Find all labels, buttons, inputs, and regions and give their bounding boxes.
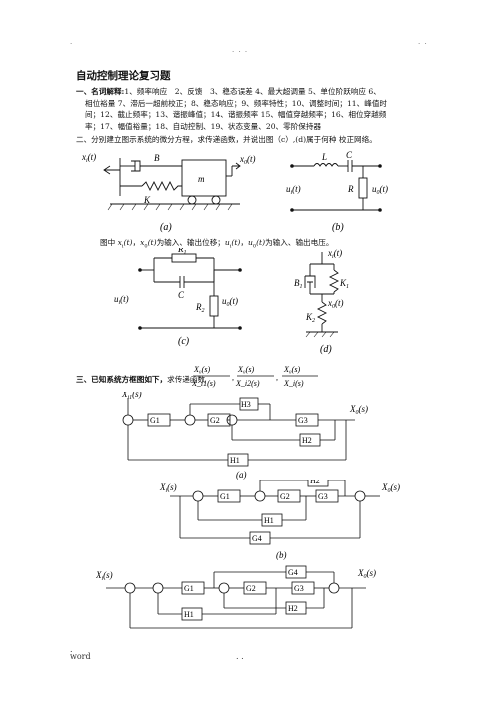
svg-text:G4: G4 xyxy=(288,568,298,577)
diag-b-input: Xi(s) xyxy=(159,482,177,494)
svg-text:H1: H1 xyxy=(264,516,274,525)
svg-text:H2: H2 xyxy=(310,480,320,485)
block-b-h2 xyxy=(307,480,329,487)
frac3-num: X₀(s) xyxy=(283,365,300,374)
section-1-definitions: 一、名词解释:1、频率响应 2、反馈 3、稳态误差 4、最大超调量 5、单位阶跃… xyxy=(76,86,436,132)
section-1-line-4: 率；17、幅值裕量；18、自动控制、19、状态变量、20、零阶保持器 xyxy=(85,121,322,131)
fig-c-caption: (c) xyxy=(178,336,190,347)
fig-c-r2 xyxy=(209,295,219,317)
fig-a-xo-label: x0(t) xyxy=(239,154,256,166)
svg-text:G3: G3 xyxy=(298,416,308,425)
section-2-description: 图中 xi(t)，x0(t)为输入、输出位移；ui(t)，u0(t)为输入、输出… xyxy=(100,238,334,250)
fig-b-uo-label: u0(t) xyxy=(372,184,388,196)
svg-text:G2: G2 xyxy=(246,584,256,593)
fig-a-xi-label: xi(t) xyxy=(81,152,96,164)
fig-d-b-label: B1 xyxy=(294,278,303,290)
frac3-den: X_i(s) xyxy=(283,379,304,388)
svg-text:G2: G2 xyxy=(280,492,290,501)
svg-text:G1: G1 xyxy=(220,492,230,501)
svg-text:,: , xyxy=(276,373,278,382)
fig-a-spring xyxy=(141,180,182,192)
diag-c-input: Xi(s) xyxy=(96,570,113,582)
fig-b-ui-label: ui(t) xyxy=(286,184,301,196)
fig-d-spring-k2 xyxy=(316,301,328,325)
figure-a-b: xi(t) B m K x0(t) (a) L C R ui(t) u0(t) … xyxy=(81,150,388,233)
frac2-den: X_i2(s) xyxy=(235,379,260,388)
fig-a-m-label: m xyxy=(198,174,205,184)
section-1-line-1: 1、频率响应 2、反馈 3、稳态误差 4、最大超调量 5、单位阶跃响应 6、 xyxy=(124,87,381,96)
section-3-heading: 三、已知系统方框图如下，求传递函数 xyxy=(76,374,205,386)
page-title: 自动控制理论复习题 xyxy=(76,70,171,82)
svg-text:H2: H2 xyxy=(302,436,312,445)
section-3-formula: X₀(s) X_i1(s) , X₀(s) X_i2(s) , X₀(s) X_… xyxy=(192,365,318,388)
diag-c-output: X0(s) xyxy=(357,568,376,580)
fig-d-k1-label: K1 xyxy=(339,278,349,290)
fig-d-xo-label: x0(t) xyxy=(327,298,344,310)
section-3-label: 三、已知系统方框图如下， xyxy=(76,375,168,384)
figure-c-d: R1 C R2 ui(t) u0(t) (c) xi(t) B1 K1 x0(t… xyxy=(114,248,349,355)
fig-b-r-label: R xyxy=(347,184,354,194)
section-1-label: 一、名词解释: xyxy=(76,87,125,96)
section-1-line-3: 间；12、截止频率；13、谐振峰值；14、谐振频率 15、幅值穿越频率；16、相… xyxy=(85,110,387,120)
fig-a-mass xyxy=(181,159,227,197)
fig-b-inductor xyxy=(313,163,339,167)
header-left-dots: . xyxy=(70,38,74,46)
section-1-line-2: 相位裕量 7、滞后一超前校正；8、稳态响应；9、频率特性；10、调整时间；11、… xyxy=(85,98,388,108)
svg-text:G4: G4 xyxy=(252,534,262,543)
section-3-after: 求传递函数 xyxy=(167,375,206,384)
fig-d-xi-label: xi(t) xyxy=(327,248,342,260)
diag-a-output: X0(s) xyxy=(349,404,368,416)
frac2-num: X₀(s) xyxy=(237,365,254,374)
fig-d-spring-k1 xyxy=(328,269,340,293)
diag-b-caption: (b) xyxy=(276,550,287,560)
fig-a-k-label: K xyxy=(143,195,151,205)
fig-b-caption: (b) xyxy=(332,222,344,233)
fig-a-b-label: B xyxy=(154,153,160,163)
fig-c-c-label: C xyxy=(178,290,185,300)
fig-c-r2-label: R2 xyxy=(195,302,205,314)
diag-a-input: Xi1(s) xyxy=(121,392,142,401)
fig-b-resistor xyxy=(358,177,368,199)
fig-a-caption: (a) xyxy=(160,222,172,233)
frac1-den: X_i1(s) xyxy=(192,379,216,388)
section-2-heading: 二、分别建立图示系统的微分方程，求传递函数，并说出图（c）,(d)属于何种 校正… xyxy=(76,135,377,144)
svg-text:H3: H3 xyxy=(241,400,251,409)
svg-text:G2: G2 xyxy=(210,416,220,425)
fig-b-l-label: L xyxy=(321,152,327,162)
fig-d-k2-label: K2 xyxy=(305,312,315,324)
diag-b-output: X0(s) xyxy=(381,482,400,494)
fig-a-wheel-right xyxy=(211,195,221,205)
svg-text:G3: G3 xyxy=(294,584,304,593)
footer-right-dots: . . xyxy=(236,652,244,661)
header-right-dots: . . xyxy=(418,38,428,46)
fig-a-wheel-left xyxy=(187,195,197,205)
svg-text:H1: H1 xyxy=(184,610,194,619)
diag-a-caption: (a) xyxy=(236,470,247,480)
header-center-dots: . . . xyxy=(232,46,249,54)
frac1-num: X₀(s) xyxy=(193,365,210,374)
footer-left-dots: . xyxy=(70,645,73,654)
fig-d-caption: (d) xyxy=(320,344,332,355)
svg-text:G1: G1 xyxy=(150,416,160,425)
svg-text:G3: G3 xyxy=(318,492,328,501)
svg-text:,: , xyxy=(232,373,234,382)
svg-text:H1: H1 xyxy=(230,456,240,465)
svg-text:G1: G1 xyxy=(184,584,194,593)
footer-word: word xyxy=(70,652,91,661)
svg-text:H2: H2 xyxy=(288,604,298,613)
fig-c-uo-label: u0(t) xyxy=(222,296,238,308)
fig-c-r1-label: R1 xyxy=(177,248,187,256)
fig-c-ui-label: ui(t) xyxy=(114,294,129,306)
fig-b-c-label: C xyxy=(346,150,353,160)
